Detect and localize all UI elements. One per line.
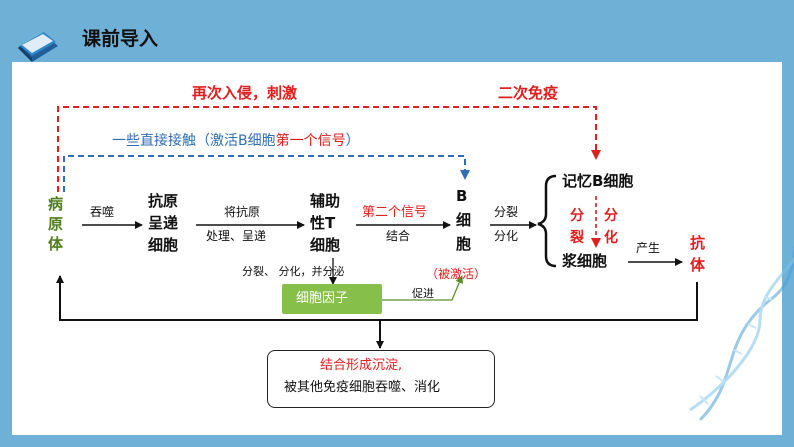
process-antigen-label: 将抗原 [224,205,261,219]
result-line-1: 结合形成沉淀, [320,358,403,373]
dna-decoration [689,245,794,422]
result-line-2: 被其他免疫细胞吞噬、消化 [284,380,441,395]
promote-label: 促进 [412,287,434,300]
cytokine-label: 细胞因子 [296,291,349,306]
antibody-node: 抗 体 [690,234,706,274]
page-title: 课前导入 [82,28,159,50]
direct-contact-label: 一些直接接触（激活B细胞第一个信号） [112,133,360,149]
result-box: 结合形成沉淀, 被其他免疫细胞吞噬、消化 [267,350,495,408]
process-present-label: 处理、呈递 [206,229,267,243]
secondary-immune-path [57,106,601,192]
plasma-cell-node: 浆细胞 [562,252,608,270]
secondary-immune-label: 二次免疫 [498,84,559,102]
helper-t-node: 辅助 性T 细胞 [310,192,341,254]
differentiate-label: 分化 [494,229,519,243]
cytokine-node: 细胞因子 [282,284,382,314]
activated-label: （被激活） [426,267,487,281]
engulf-label: 吞噬 [90,205,115,219]
split-divide-label: 分 裂 [570,208,584,246]
divide-label: 分裂 [494,205,519,219]
apc-node: 抗原 呈递 细胞 [148,192,179,254]
direct-contact-path [63,155,470,192]
pathogen-node: 病 原 体 [48,195,64,253]
b-cell-node: B 细 胞 [456,187,472,253]
t-cell-action-label: 分裂、 分化，并分泌 [242,265,345,278]
split-diff-label: 分 化 [604,208,618,246]
memory-b-cell-node: 记忆B细胞 [562,172,634,190]
book-icon [18,32,58,62]
second-signal-label: 第二个信号 [362,205,428,220]
bind-label: 结合 [386,229,411,243]
produce-label: 产生 [636,241,661,255]
reinvade-label: 再次入侵，刺激 [192,84,298,102]
title-bar [12,12,782,62]
